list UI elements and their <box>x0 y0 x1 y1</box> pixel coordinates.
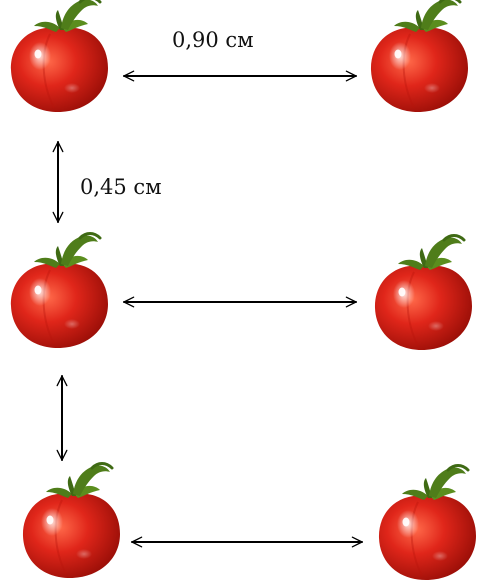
tomato-icon <box>21 462 122 580</box>
tomato-icon <box>9 232 110 350</box>
horizontal-spacing-label: 0,90 см <box>172 28 254 52</box>
tomato-icon <box>377 464 477 582</box>
vertical-spacing-label: 0,45 см <box>80 175 162 199</box>
tomato-icon <box>9 0 110 114</box>
tomato-icon <box>369 0 470 114</box>
tomato-icon <box>373 234 474 352</box>
